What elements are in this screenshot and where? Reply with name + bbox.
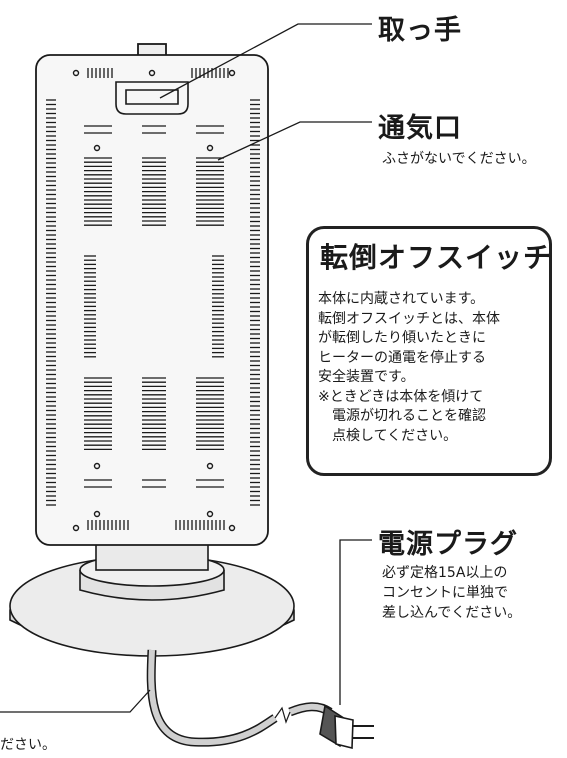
handle xyxy=(115,81,189,115)
handle-label: 取っ手 xyxy=(378,15,462,46)
tipover-line: 本体に内蔵されています。 xyxy=(318,291,485,307)
leader-lines xyxy=(0,23,372,713)
tipover-switch-callout xyxy=(306,226,552,476)
tipover-line: が転倒したり傾いたときに xyxy=(318,330,486,346)
tipover-line: ※ときどきは本体を傾けて xyxy=(318,388,484,405)
tipover-line: 転倒オフスイッチとは、本体 xyxy=(318,310,500,327)
tipover-line: 電源が切れることを確認 xyxy=(332,408,486,424)
cord-note: ださい。 xyxy=(0,737,56,753)
tipover-line: ヒーターの通電を停止する xyxy=(318,349,486,366)
vent-note: ふさがないでください。 xyxy=(382,151,536,167)
plug-label: 電源プラグ xyxy=(378,529,518,560)
tipover-switch-title: 転倒オフスイッチ xyxy=(320,241,553,274)
tipover-line: 安全装置です。 xyxy=(318,369,415,385)
power-plug xyxy=(319,704,374,750)
heater-body xyxy=(35,43,269,546)
power-cord xyxy=(146,649,333,747)
screws xyxy=(72,69,236,532)
heater-base xyxy=(9,539,295,657)
plug-note-line: 必ず定格15A以上の xyxy=(382,565,508,581)
plug-note-line: コンセントに単独で xyxy=(382,585,508,601)
plug-note-line: 差し込んでください。 xyxy=(382,605,522,621)
tipover-line: 点検してください。 xyxy=(332,427,458,444)
vent-label: 通気口 xyxy=(378,113,462,144)
vent-slots xyxy=(46,68,260,530)
tipover-switch-description: 本体に内蔵されています。 転倒オフスイッチとは、本体 が転倒したり傾いたときに … xyxy=(318,290,550,446)
